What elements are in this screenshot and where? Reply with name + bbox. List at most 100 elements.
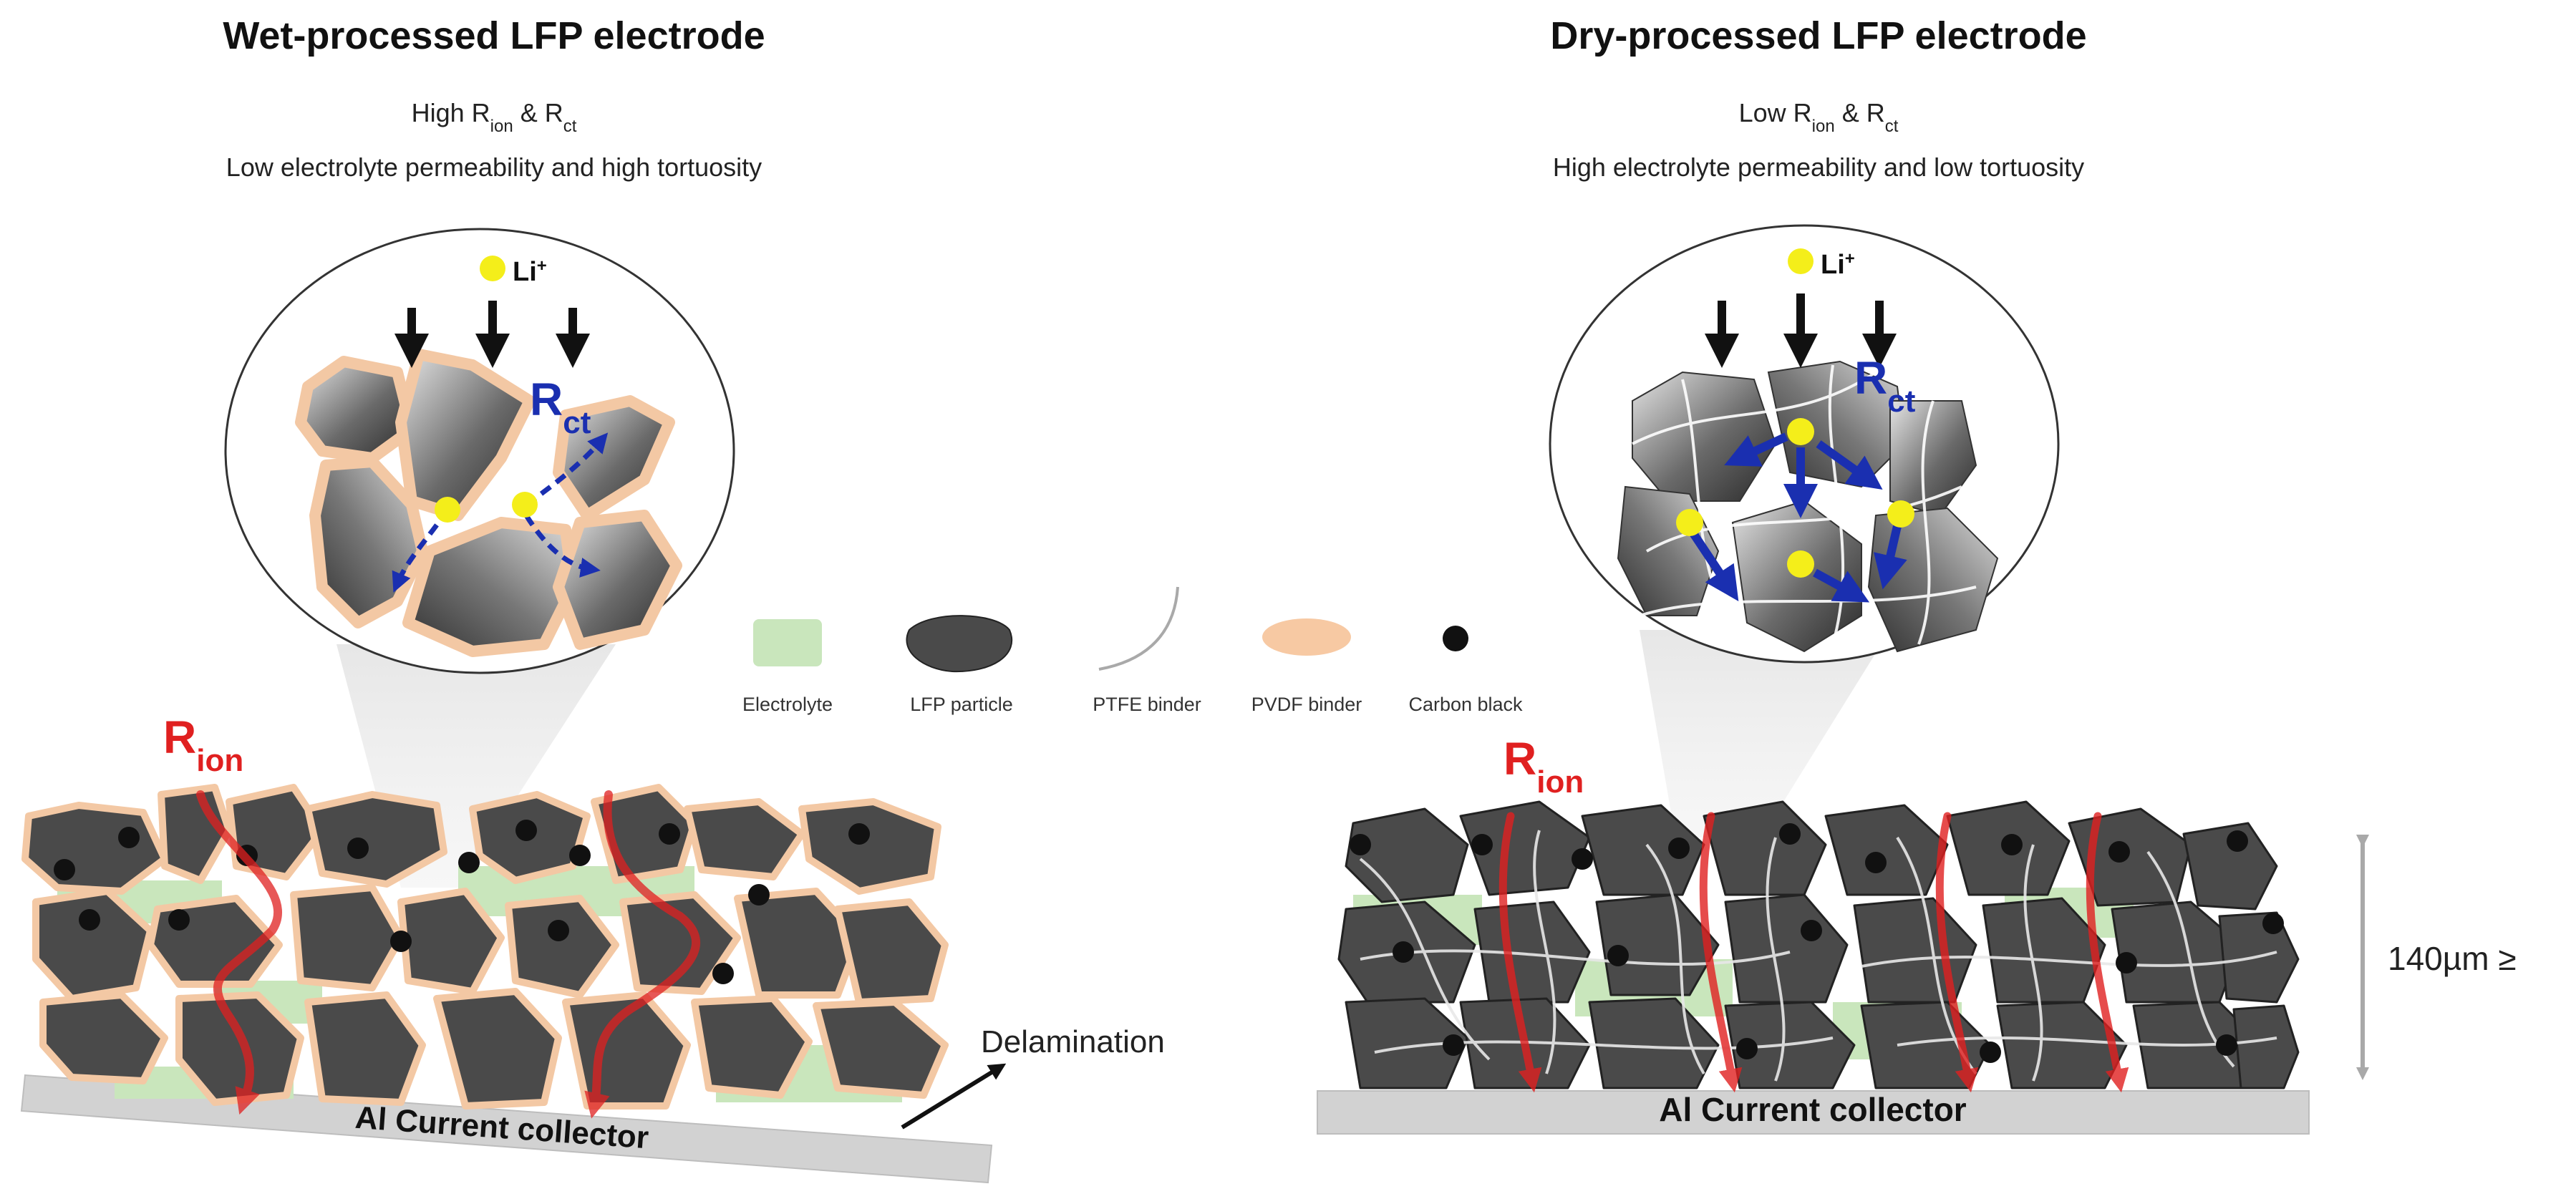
lfp-particle bbox=[21, 802, 168, 895]
ptfe-fibril bbox=[1828, 364, 1844, 645]
lfp-particle bbox=[684, 798, 805, 880]
li-ion-icon bbox=[1787, 550, 1814, 578]
lfp-particle bbox=[290, 884, 405, 991]
tortuous-ion-path bbox=[584, 790, 700, 1119]
ptfe-fibril bbox=[1639, 586, 1977, 617]
dry-current-collector bbox=[1317, 1090, 2310, 1135]
carbon-black-particle bbox=[390, 931, 412, 952]
zoom-lfp-particle bbox=[1632, 371, 1777, 502]
lfp-particle bbox=[1345, 807, 1469, 903]
lfp-particle bbox=[505, 895, 619, 999]
li-ion-icon bbox=[1887, 500, 1914, 528]
lfp-particle bbox=[1345, 997, 1469, 1089]
carbon-black-particle bbox=[54, 859, 75, 880]
carbon-black-particle bbox=[2116, 952, 2137, 974]
dry-electrode-layer: Al Current collector bbox=[1317, 733, 2517, 1135]
li-ion-icon bbox=[435, 497, 460, 523]
carbon-black-particle bbox=[548, 920, 569, 941]
zoom-lfp-particle bbox=[553, 510, 682, 650]
lfp-particle bbox=[39, 991, 168, 1084]
dry-charge-transfer-arrows bbox=[1690, 432, 1907, 603]
ptfe-fibril bbox=[1645, 843, 1705, 1075]
legend-label-carbon-black: Carbon black bbox=[1408, 694, 1523, 715]
delamination-label: Delamination bbox=[981, 1024, 1165, 1059]
ptfe-fibril bbox=[1632, 371, 1877, 445]
wet-resistance-line: High Rion & Rct bbox=[412, 98, 577, 136]
zoom-lfp-particle bbox=[1889, 400, 1977, 517]
wet-zoom-particles bbox=[295, 349, 682, 657]
thickness-label: 140µm ≥ bbox=[2388, 940, 2517, 977]
carbon-black-particle bbox=[1779, 823, 1801, 845]
legend-label-electrolyte: Electrolyte bbox=[742, 694, 833, 715]
carbon-black-particle bbox=[712, 963, 734, 984]
carbon-black-particle bbox=[2108, 841, 2130, 863]
dry-lfp-particles bbox=[1337, 800, 2300, 1089]
lfp-particle bbox=[1824, 804, 1949, 896]
lfp-particle bbox=[304, 791, 447, 888]
dry-rct-label: Rct bbox=[1854, 352, 1916, 419]
charge-transfer-arrow bbox=[1724, 432, 1788, 467]
carbon-black-icon bbox=[1443, 626, 1468, 651]
carbon-black-particle bbox=[79, 909, 100, 931]
dry-ptfe-fibrils bbox=[1359, 830, 2277, 1082]
carbon-black-particle bbox=[2216, 1034, 2237, 1056]
dry-collector-label: Al Current collector bbox=[1659, 1091, 1967, 1128]
wet-electrode-layer: Al Current collector bbox=[20, 712, 1165, 1184]
wet-title: Wet-processed LFP electrode bbox=[223, 14, 765, 57]
ptfe-fibril bbox=[1766, 837, 1786, 1082]
li-ion-icon bbox=[480, 256, 505, 281]
delamination-arrow bbox=[901, 1063, 1007, 1130]
straight-ion-path bbox=[1699, 812, 1743, 1093]
carbon-black-particle bbox=[1572, 848, 1593, 870]
carbon-black-particle bbox=[2001, 834, 2023, 855]
dry-magnifier-beam bbox=[1640, 630, 1890, 838]
carbon-black-particle bbox=[1350, 834, 1371, 855]
tortuous-ion-path bbox=[196, 790, 282, 1115]
carbon-black-particle bbox=[515, 820, 537, 841]
li-ion-icon bbox=[1676, 509, 1703, 536]
charge-transfer-arrow bbox=[1690, 530, 1739, 601]
carbon-black-particle bbox=[748, 884, 770, 906]
pvdf-binder-icon bbox=[1262, 618, 1351, 656]
straight-ion-path bbox=[2086, 812, 2129, 1093]
lfp-particle-icon bbox=[906, 615, 1013, 673]
dry-title: Dry-processed LFP electrode bbox=[1550, 14, 2086, 57]
legend-label-ptfe-binder: PTFE binder bbox=[1093, 694, 1201, 715]
lfp-particle bbox=[798, 798, 941, 895]
charge-transfer-arrow bbox=[1816, 440, 1883, 490]
lfp-particle bbox=[397, 888, 505, 995]
carbon-black-particle bbox=[2262, 913, 2284, 934]
ptfe-fibril bbox=[1374, 1036, 1834, 1054]
ptfe-fibril bbox=[1861, 951, 2277, 968]
ptfe-fibril bbox=[1360, 949, 1791, 966]
lfp-particle bbox=[834, 898, 949, 1006]
zoom-lfp-particle bbox=[395, 349, 536, 521]
dry-zoom-circle: Li+ Rct bbox=[1549, 224, 2060, 664]
zoom-lfp-particle bbox=[295, 356, 417, 464]
carbon-black-particle bbox=[1865, 852, 1887, 873]
carbon-black-particle bbox=[569, 845, 591, 866]
dry-zoom-ptfe-fibrils bbox=[1632, 364, 1977, 645]
lfp-particle bbox=[1853, 897, 1977, 1004]
wet-rion-label: Rion bbox=[163, 712, 243, 778]
zoom-lfp-particle bbox=[553, 395, 675, 521]
carbon-black-particle bbox=[1668, 838, 1690, 859]
straight-ion-path bbox=[1498, 812, 1542, 1093]
legend: Electrolyte LFP particle PTFE binder PVD… bbox=[742, 586, 1523, 715]
ptfe-fibril bbox=[1917, 400, 1935, 645]
lfp-particle bbox=[175, 991, 304, 1106]
legend-label-pvdf-binder: PVDF binder bbox=[1251, 694, 1362, 715]
lfp-particle bbox=[32, 888, 154, 1002]
carbon-black-particle bbox=[1736, 1038, 1758, 1059]
li-ion-icon bbox=[512, 492, 538, 518]
ptfe-fibril bbox=[1533, 830, 1556, 1074]
li-ion-icon bbox=[1787, 418, 1814, 445]
wet-lfp-particles bbox=[21, 784, 949, 1110]
charge-transfer-arrow bbox=[1874, 525, 1907, 590]
charge-transfer-arrow bbox=[524, 514, 601, 578]
legend-label-lfp-particle: LFP particle bbox=[910, 694, 1013, 715]
lfp-particle bbox=[1581, 804, 1705, 896]
dry-resistance-line: Low Rion & Rct bbox=[1739, 98, 1899, 136]
wet-carbon-black bbox=[54, 820, 870, 984]
straight-ion-path bbox=[1935, 812, 1979, 1093]
